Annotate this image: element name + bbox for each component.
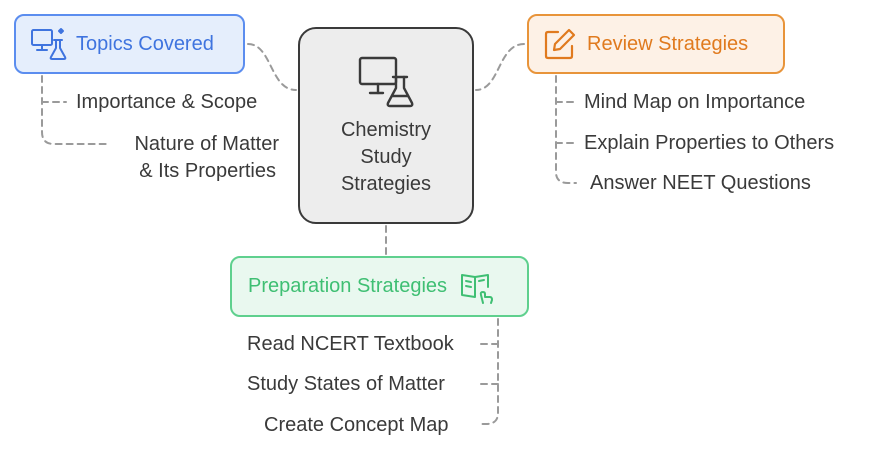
center-title-line-1: Chemistry	[340, 119, 431, 141]
center-node: Chemistry Study Strategies	[298, 27, 474, 224]
open-book-pointer-icon	[459, 269, 495, 305]
preparation-item-read-ncert: Read NCERT Textbook	[247, 333, 454, 355]
connector-topics-items	[41, 75, 107, 145]
preparation-item-states-of-matter: Study States of Matter	[247, 373, 445, 395]
topics-item-nature-line-1: Nature of Matter	[134, 133, 279, 155]
connector-review-items	[555, 75, 577, 184]
preparation-strategies-node: Preparation Strategies	[230, 256, 529, 317]
review-item-mind-map: Mind Map on Importance	[584, 91, 806, 113]
preparation-strategies-label: Preparation Strategies	[248, 275, 448, 297]
connector-preparation-items	[477, 318, 499, 425]
topics-item-nature-line-2: & Its Properties	[139, 160, 276, 182]
edit-pencil-icon	[543, 27, 577, 61]
topics-item-importance-scope: Importance & Scope	[76, 91, 258, 113]
computer-lab-flask-icon	[357, 53, 415, 111]
center-title-line-3: Strategies	[340, 173, 432, 195]
center-title-line-2: Study	[360, 146, 412, 168]
topics-covered-node: Topics Covered	[14, 14, 245, 74]
review-strategies-label: Review Strategies	[587, 32, 749, 55]
connector-topics-center	[247, 43, 297, 91]
topics-item-nature-of-matter: Nature of Matter & Its Properties	[113, 131, 279, 185]
review-item-explain-properties: Explain Properties to Others	[584, 132, 835, 154]
review-item-answer-neet: Answer NEET Questions	[590, 172, 811, 194]
center-title: Chemistry Study Strategies	[341, 117, 431, 198]
computer-science-icon	[30, 26, 68, 62]
connector-review-center	[475, 43, 525, 91]
preparation-item-concept-map: Create Concept Map	[264, 414, 449, 436]
review-strategies-node: Review Strategies	[527, 14, 785, 74]
topics-covered-label: Topics Covered	[76, 32, 214, 55]
